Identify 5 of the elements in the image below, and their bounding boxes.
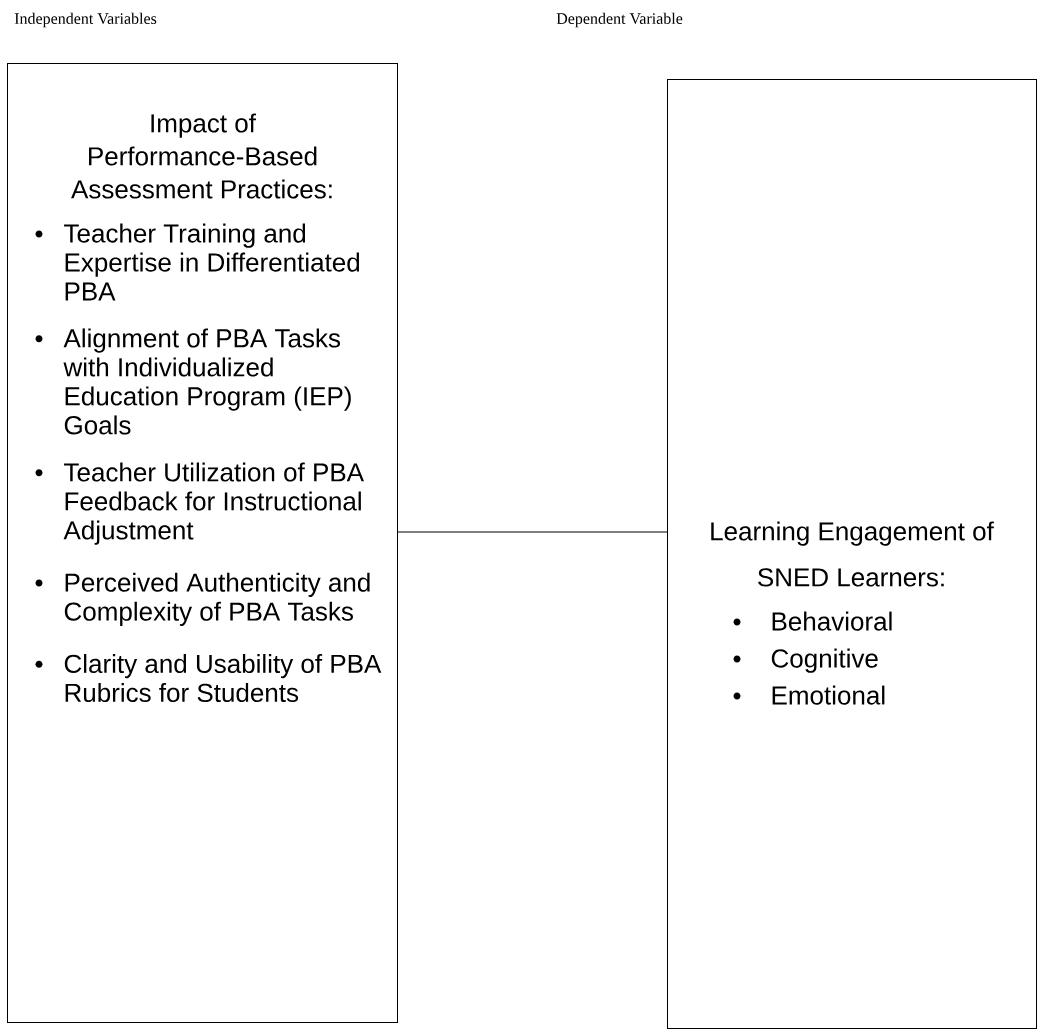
text-box: Impact of Performance-Based Assessment Practices: Teacher Training and Expertise in Differentiated PBA Alignment of PBA Tasks with Individualized Education Program (IEP) Goals Teacher Utilization of PBA Feedback for Instructional Adjustment Perceived Authenticity and Complexity of PBA Tasks Clarity and Usability of PBA Rubrics for Students: [7, 63, 398, 1023]
column-heading: Independent Variables: [14, 12, 157, 28]
connector-line: [397, 531, 668, 533]
text-box: Learning Engagement of SNED Learners: Behavioral Cognitive Emotional: [667, 79, 1037, 1029]
column-heading: Dependent Variable: [556, 12, 683, 28]
